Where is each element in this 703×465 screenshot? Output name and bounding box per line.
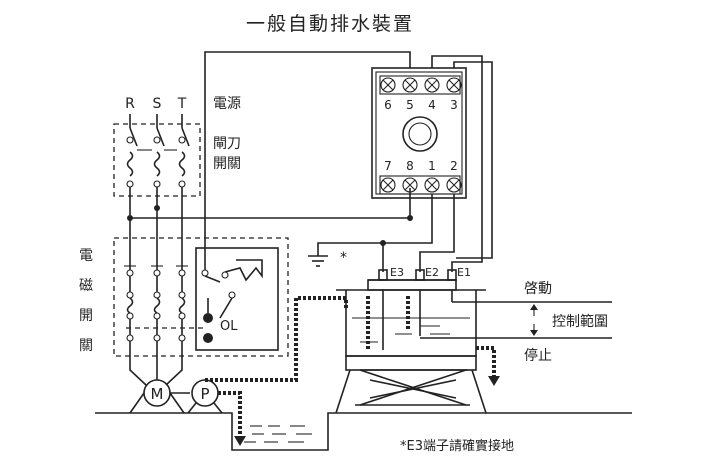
terminal-screw-icon xyxy=(424,177,440,193)
suction-pipe xyxy=(218,391,242,440)
terminal-screw-icon xyxy=(380,177,396,193)
relay-top-terminals xyxy=(379,75,461,95)
ground-icon xyxy=(308,255,328,267)
ground-line xyxy=(95,412,632,451)
terminal-screw-icon xyxy=(402,177,418,193)
phase-r-label: R xyxy=(125,96,135,112)
control-range-arrows xyxy=(530,304,538,336)
relay-terminal-5: 5 xyxy=(406,98,414,112)
wire-e3-ground xyxy=(317,194,433,256)
relay-terminal-4: 4 xyxy=(428,98,436,112)
diagram-title: 一般自動排水裝置 xyxy=(246,13,414,35)
motor-label: M xyxy=(151,385,164,403)
terminal-screw-icon xyxy=(424,77,440,93)
terminal-screw-icon xyxy=(380,77,396,93)
relay-terminal-6: 6 xyxy=(384,98,392,112)
footnote: *E3端子請確實接地 xyxy=(400,438,514,454)
ol-label: OL xyxy=(220,319,238,334)
relay-terminal-2: 2 xyxy=(450,159,458,173)
mag-switch-char-3: 開 xyxy=(79,308,93,324)
pump-label: P xyxy=(200,385,209,403)
discharge-pipe xyxy=(205,296,348,382)
electrode-e3: E3 xyxy=(390,266,404,279)
relay-terminal-8: 8 xyxy=(406,159,414,173)
electrodes xyxy=(366,269,457,350)
ground-asterisk: * xyxy=(340,250,347,266)
tank-stand xyxy=(335,355,487,414)
mag-switch-box xyxy=(113,237,289,357)
wire-control-relay xyxy=(204,51,411,270)
phase-t-label: T xyxy=(177,96,187,112)
relay-dial xyxy=(402,116,438,152)
overload-relay-box xyxy=(195,247,279,351)
sump-water xyxy=(244,425,312,443)
knife-switch-label-2: 開關 xyxy=(213,156,241,172)
terminal-screw-icon xyxy=(446,77,462,93)
wire-e1 xyxy=(431,55,483,272)
terminal-screw-icon xyxy=(446,177,462,193)
relay-box xyxy=(371,67,467,199)
wire-r-relay xyxy=(130,188,411,219)
electrode-e1: E1 xyxy=(457,266,471,279)
wire-e2 xyxy=(419,194,455,272)
water-tank xyxy=(336,279,486,357)
electrode-e2: E2 xyxy=(425,266,439,279)
outlet-pipe xyxy=(476,346,496,378)
relay-terminal-7: 7 xyxy=(384,159,392,173)
start-label: 啓動 xyxy=(524,281,552,297)
control-range-label: 控制範圍 xyxy=(552,313,608,330)
relay-terminal-3: 3 xyxy=(450,98,458,112)
power-label: 電源 xyxy=(213,96,241,112)
knife-switch-label-1: 閘刀 xyxy=(213,136,241,152)
relay-terminal-screws xyxy=(380,77,462,193)
mag-switch-char-2: 磁 xyxy=(79,278,93,294)
mag-switch-char-4: 關 xyxy=(79,338,93,354)
stop-label: 停止 xyxy=(524,347,552,364)
mag-switch-char-1: 電 xyxy=(79,248,93,264)
phase-s-label: S xyxy=(153,96,162,112)
relay-terminal-1: 1 xyxy=(428,159,436,173)
mag-switch-contacts xyxy=(124,259,263,343)
knife-switch-contacts xyxy=(126,114,190,270)
terminal-screw-icon xyxy=(402,77,418,93)
